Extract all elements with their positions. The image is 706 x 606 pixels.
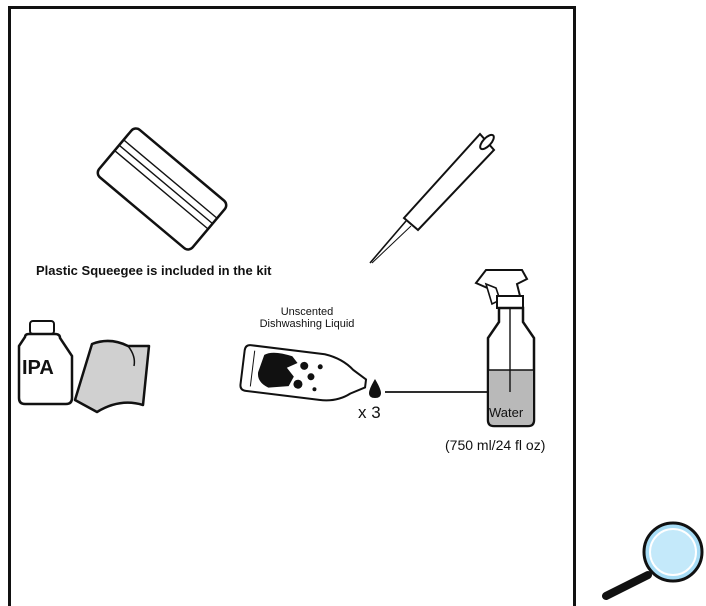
water-label: Water bbox=[489, 405, 523, 420]
drop-icon bbox=[369, 379, 381, 398]
dish-soap-bottle-icon bbox=[240, 345, 369, 406]
drop-count: x 3 bbox=[358, 403, 381, 423]
spray-bottle-icon bbox=[476, 270, 534, 426]
ipa-label: IPA bbox=[22, 357, 54, 380]
cloth-icon bbox=[75, 341, 149, 412]
squeegee-icon bbox=[95, 126, 228, 252]
dishwashing-label: Unscented Dishwashing Liquid bbox=[258, 306, 356, 330]
pick-tool-icon bbox=[370, 133, 496, 263]
magnifier-icon bbox=[606, 523, 702, 596]
volume-label: (750 ml/24 fl oz) bbox=[445, 437, 545, 453]
squeegee-caption: Plastic Squeegee is included in the kit bbox=[36, 263, 272, 278]
